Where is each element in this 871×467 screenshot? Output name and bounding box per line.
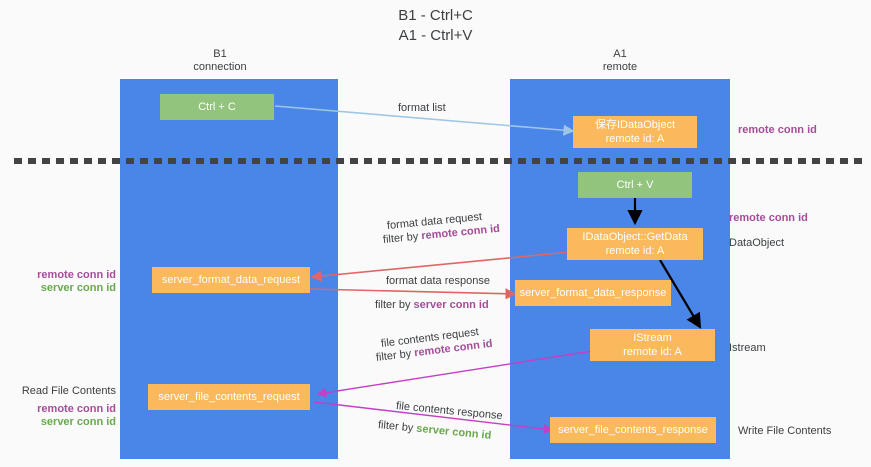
- side-label-read-file-contents: Read File Contents: [21, 385, 116, 397]
- edge-label-format-data-response-filter: filter by server conn id: [375, 298, 489, 312]
- box-istream[interactable]: IStream remote id: A: [590, 329, 715, 361]
- box-server-format-data-response[interactable]: server_format_data_response: [515, 280, 671, 306]
- box-ctrl-v-label: Ctrl + V: [616, 179, 654, 191]
- side-label-left-server-conn-id-mid: server conn id: [40, 282, 116, 294]
- box-idataobject-top-line2: remote id: A: [605, 133, 665, 145]
- diagram-title: B1 - Ctrl+C A1 - Ctrl+V: [0, 6, 871, 46]
- box-server-file-contents-request[interactable]: server_file_contents_request: [148, 384, 310, 410]
- box-server-file-contents-response-label: server_file_contents_response: [558, 424, 708, 436]
- side-label-istream: Istream: [729, 342, 766, 354]
- column-header-a1-name: A1: [613, 48, 627, 60]
- side-label-dataobject: DataObject: [729, 237, 785, 249]
- box-server-format-data-request[interactable]: server_format_data_request: [152, 267, 310, 293]
- box-server-format-data-request-label: server_format_data_request: [161, 274, 301, 286]
- box-idataobject-top[interactable]: 保存IDataObject remote id: A: [573, 116, 697, 148]
- side-label-left-remote-conn-id-bottom: remote conn id: [37, 403, 116, 415]
- column-header-b1-sub: connection: [193, 61, 247, 73]
- box-server-file-contents-request-label: server_file_contents_request: [158, 391, 300, 403]
- box-getdata[interactable]: IDataObject::GetData remote id: A: [567, 228, 703, 260]
- box-server-file-contents-response[interactable]: server_file_contents_response: [550, 417, 716, 443]
- box-istream-line1: IStream: [633, 332, 672, 344]
- edge-label-file-contents-response: file contents response: [395, 400, 504, 423]
- edge-label-format-data-response-filter-key: server conn id: [413, 299, 489, 311]
- column-header-a1: A1 remote: [550, 48, 690, 74]
- edge-label-format-list: format list: [398, 102, 446, 114]
- edge-label-format-data-response-filter-prefix: filter by: [375, 299, 414, 311]
- column-header-b1: B1 connection: [150, 48, 290, 74]
- box-server-format-data-response-label: server_format_data_response: [519, 287, 667, 299]
- edge-label-file-contents-response-filter: filter by server conn id: [377, 418, 492, 443]
- edge-label-format-data-request-filter-prefix: filter by: [382, 230, 422, 246]
- box-istream-line2: remote id: A: [623, 346, 682, 358]
- box-idataobject-top-line1: 保存IDataObject: [594, 119, 676, 131]
- side-label-left-server-conn-id-bottom: server conn id: [40, 416, 116, 428]
- edge-label-format-data-response: format data response: [386, 275, 490, 287]
- box-getdata-line1: IDataObject::GetData: [582, 231, 688, 243]
- column-header-a1-sub: remote: [602, 61, 638, 73]
- edge-label-file-contents-response-filter-key: server conn id: [415, 422, 492, 442]
- title-line-2: A1 - Ctrl+V: [398, 27, 473, 44]
- side-label-remote-conn-id-top: remote conn id: [738, 124, 817, 136]
- side-label-write-file-contents: Write File Contents: [738, 425, 832, 437]
- column-header-b1-name: B1: [213, 48, 227, 60]
- arrow-format-data-response: [309, 288, 517, 300]
- box-getdata-line2: remote id: A: [605, 245, 665, 257]
- box-ctrl-v[interactable]: Ctrl + V: [578, 172, 692, 198]
- side-label-left-remote-conn-id-mid: remote conn id: [37, 269, 116, 281]
- box-ctrl-c[interactable]: Ctrl + C: [160, 94, 274, 120]
- edge-label-file-contents-response-filter-prefix: filter by: [377, 419, 417, 435]
- title-line-1: B1 - Ctrl+C: [398, 7, 473, 24]
- side-label-remote-conn-id-mid: remote conn id: [729, 212, 808, 224]
- box-ctrl-c-label: Ctrl + C: [198, 101, 236, 113]
- edge-label-file-contents-request-filter-prefix: filter by: [375, 347, 415, 364]
